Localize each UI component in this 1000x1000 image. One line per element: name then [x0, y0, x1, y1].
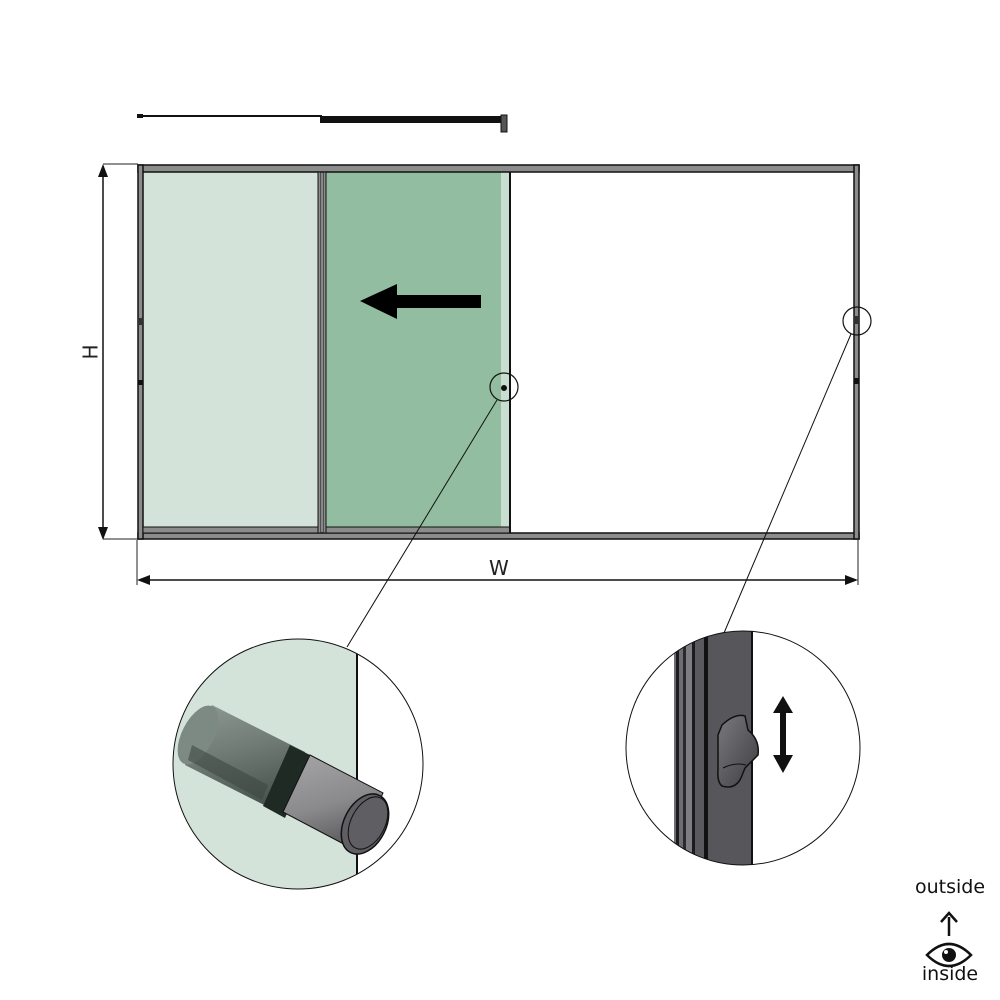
- orientation-legend-graphics: [925, 911, 973, 968]
- latch-detail: [625, 630, 861, 866]
- latch-callout-marker: [842, 306, 872, 336]
- orientation-legend: outside inside: [905, 876, 995, 985]
- inside-label: inside: [921, 963, 979, 985]
- eye-icon: [925, 942, 973, 968]
- handle-pull-detail: [172, 638, 424, 890]
- door-frame: [137, 164, 860, 540]
- plan-view: [137, 114, 508, 133]
- height-dimension: [98, 163, 138, 540]
- handle-callout-marker: [489, 372, 519, 402]
- up-down-arrow-icon: [773, 696, 793, 773]
- height-label: H: [78, 344, 103, 360]
- width-label: W: [489, 556, 509, 580]
- width-dimension: [136, 540, 859, 585]
- sliding-panel: [326, 172, 502, 527]
- fixed-panel: [143, 172, 319, 527]
- outside-label: outside: [914, 876, 986, 898]
- slide-left-arrow-icon: [360, 284, 481, 319]
